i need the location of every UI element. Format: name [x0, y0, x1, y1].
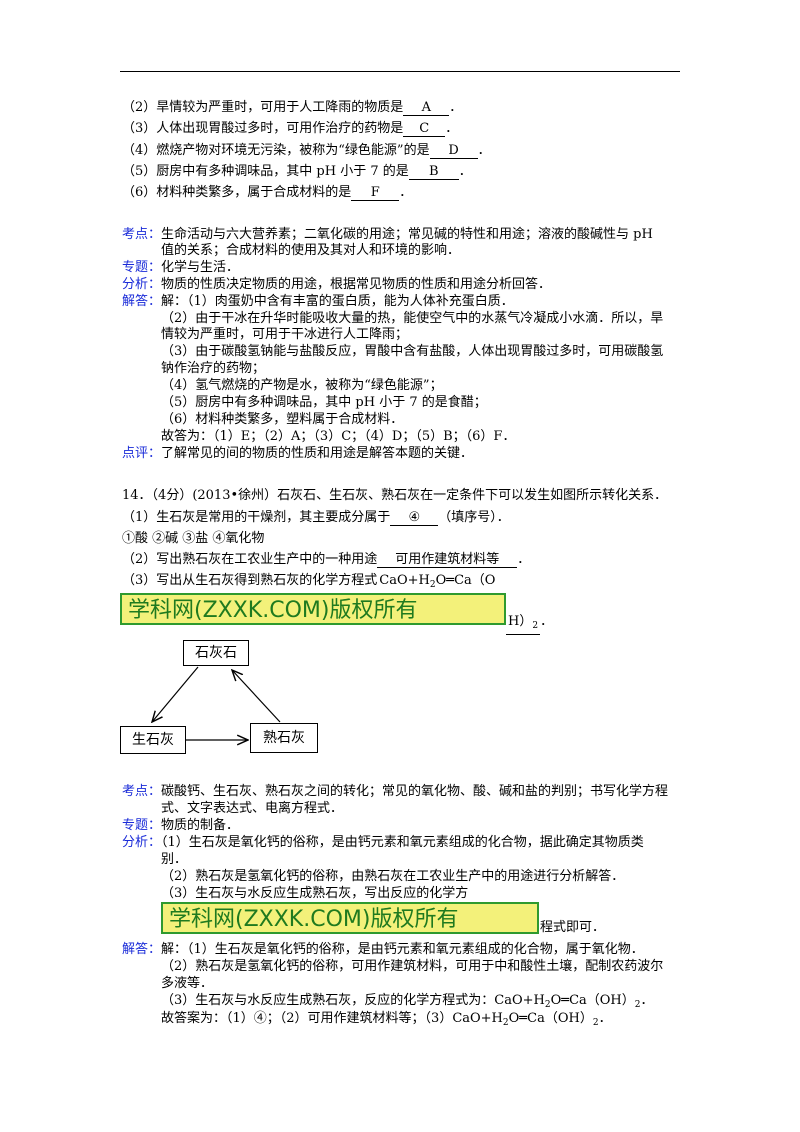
kaodian-label: 考点： [122, 227, 162, 242]
q14-fenxi-line: （3）生石灰与水反应生成熟石灰，写出反应的化学方 [161, 886, 469, 901]
q14-jieda-line: 多液等． [161, 976, 214, 991]
diagram-node-quicklime: 生石灰 [120, 726, 186, 754]
q14-jieda-line: （2）熟石灰是氢氧化钙的俗称，可用作建筑材料，可用于中和酸性土壤，配制农药波尔 [161, 959, 664, 974]
q13-jieda: 解答：解：（1）肉蛋奶中含有丰富的蛋白质，能为人体补充蛋白质． [122, 294, 514, 309]
q14-fenxi-tail: 程式即可． [540, 920, 606, 935]
q13-zhuanti: 专题：化学与生活． [122, 260, 240, 275]
q14-jieda-line: （3）生石灰与水反应生成熟石灰，反应的化学方程式为：CaO+H2O═Ca（OH）… [161, 993, 654, 1010]
q14-fenxi: 分析：（1）生石灰是氧化钙的俗称，是由钙元素和氧元素组成的化合物，据此确定其物质… [122, 835, 644, 850]
q14-kaodian: 考点：碳酸钙、生石灰、熟石灰之间的转化；常见的氧化物、酸、碱和盐的判别；书写化学… [122, 784, 669, 799]
watermark-banner: 学科网(ZXXK.COM)版权所有 [161, 902, 539, 934]
q13-jieda-line: （3）由于碳酸氢钠能与盐酸反应，胃酸中含有盐酸，人体出现胃酸过多时，可用碳酸氢 [161, 344, 664, 359]
q13-dianping: 点评：了解常见的间的物质的性质和用途是解答本题的关键． [122, 446, 474, 461]
q13-jieda-line: （2）由于干冰在升华时能吸收大量的热，能使空气中的水蒸气冷凝成小水滴．所以，旱 [161, 311, 664, 326]
q13-answer-summary: 故答为：（1）E；（2）A；（3）C；（4）D；（5）B；（6）F． [161, 429, 516, 444]
q14-fenxi-line: （2）熟石灰是氢氧化钙的俗称，由熟石灰在工农业生产中的用途进行分析解答． [161, 869, 625, 884]
diagram-node-limestone: 石灰石 [183, 640, 249, 666]
answer-blank: D [429, 143, 478, 159]
watermark-banner: 学科网(ZXXK.COM)版权所有 [120, 593, 506, 625]
q13-fenxi: 分析：物质的性质决定物质的用途，根据常见物质的性质和用途分析回答． [122, 277, 552, 292]
q14-fenxi-line: 别． [161, 852, 188, 867]
q13-jieda-line: （4）氢气燃烧的产物是水，被称为“绿色能源”； [161, 378, 443, 393]
q14-jieda: 解答：解：（1）生石灰是氧化钙的俗称，是由钙元素和氧元素组成的化合物，属于氧化物… [122, 942, 644, 957]
answer-blank: ④ [390, 510, 439, 526]
q14-answer-summary: 故答案为：（1）④；（2）可用作建筑材料等；（3）CaO+H2O═Ca（OH）2… [161, 1011, 612, 1028]
q13-jieda-line: （5）厨房中有多种调味品，其中 pH 小于 7 的是食醋； [161, 395, 487, 410]
q14-zhuanti: 专题：物质的制备． [122, 818, 240, 833]
q13-jieda-line: （6）材料种类繁多，塑料属于合成材料． [161, 412, 404, 427]
header-rule [120, 71, 680, 72]
answer-blank: B [408, 164, 459, 180]
q14-sub-2: （2）写出熟石灰在工农业生产中的一种用途可用作建筑材料等． [122, 552, 531, 568]
arrow-top-to-left [152, 666, 199, 722]
q13-jieda-line: 钠作治疗的药物； [161, 361, 266, 376]
q14-options: ①酸 ②碱 ③盐 ④氧化物 [122, 531, 265, 546]
q13-jieda-line: 情较为严重时，可用于干冰进行人工降雨； [161, 327, 409, 342]
q13-kaodian: 考点：生命活动与六大营养素；二氧化碳的用途；常见碱的特性和用途；溶液的酸碱性与 … [122, 227, 653, 242]
q13-kaodian-cont: 值的关系；合成材料的使用及其对人和环境的影响． [161, 243, 461, 258]
diagram-node-slaked-lime: 熟石灰 [250, 723, 318, 753]
answer-blank: C [403, 121, 446, 137]
answer-blank: F [351, 185, 400, 201]
answer-blank: A [403, 100, 450, 116]
q14-sub-3-tail: H）2． [506, 614, 553, 635]
q14-kaodian-cont: 式、文字表达式、电离方程式． [161, 801, 344, 816]
q14-title: 14．（4分）(2013•徐州）石灰石、生石灰、熟石灰在一定条件下可以发生如图所… [122, 488, 668, 503]
arrow-right-to-top [232, 670, 281, 723]
answer-blank: 可用作建筑材料等 [377, 552, 518, 568]
